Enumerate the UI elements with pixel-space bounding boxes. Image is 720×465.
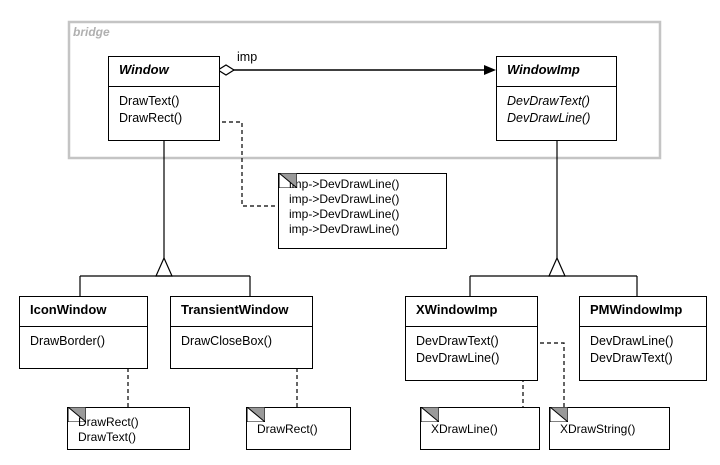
xdrawstring-note: XDrawString(): [549, 407, 670, 450]
xwindowimp-class-name: XWindowImp: [406, 297, 537, 327]
note-fold-corner: [279, 173, 297, 188]
pmwindowimp-op-devdrawline: DevDrawLine(): [590, 334, 674, 348]
pmwindowimp-op-devdrawtext: DevDrawText(): [590, 351, 673, 365]
drawrect-implementation-note: imp->DevDrawLine() imp->DevDrawLine() im…: [278, 173, 447, 249]
xwindowimp-op-devdrawline: DevDrawLine(): [416, 351, 500, 365]
note-fold-corner: [247, 407, 265, 422]
bridge-frame: [67, 20, 662, 160]
aggregation-diamond: [216, 64, 236, 76]
note-line: imp->DevDrawLine(): [289, 177, 400, 191]
windowimp-class[interactable]: WindowImp DevDrawText() DevDrawLine(): [496, 56, 617, 141]
note-fold-corner: [68, 407, 86, 422]
xwindowimp-class[interactable]: XWindowImp DevDrawText() DevDrawLine(): [405, 296, 538, 381]
transientwindow-op-drawclosebox: DrawCloseBox(): [181, 334, 272, 348]
pmwindowimp-class[interactable]: PMWindowImp DevDrawLine() DevDrawText(): [579, 296, 707, 381]
transientwindow-class[interactable]: TransientWindow DrawCloseBox(): [170, 296, 313, 369]
window-class-name: Window: [109, 57, 219, 87]
window-class[interactable]: Window DrawText() DrawRect(): [108, 56, 220, 141]
note-line: imp->DevDrawLine(): [289, 192, 400, 206]
window-inheritance-triangle: [155, 256, 173, 277]
window-op-drawtext: DrawText(): [119, 94, 180, 108]
note-line: imp->DevDrawLine(): [289, 207, 400, 221]
note-line: imp->DevDrawLine(): [289, 222, 400, 236]
iconwindow-op-drawborder: DrawBorder(): [30, 334, 106, 348]
xwindowimp-op-devdrawtext: DevDrawText(): [416, 334, 499, 348]
association-arrowhead: [484, 65, 496, 75]
note-line: XDrawLine(): [431, 422, 498, 436]
iconwindow-class-name: IconWindow: [20, 297, 147, 327]
bridge-label: bridge: [73, 25, 110, 39]
note-fold-corner: [550, 407, 568, 422]
windowimp-class-name: WindowImp: [497, 57, 616, 87]
windowimp-op-devdrawline: DevDrawLine(): [507, 111, 591, 125]
note-line: DrawText(): [78, 430, 137, 444]
pmwindowimp-class-name: PMWindowImp: [580, 297, 706, 327]
note-line: XDrawString(): [560, 422, 636, 436]
iconwindow-implementation-note: DrawRect() DrawText(): [67, 407, 190, 450]
note-fold-corner: [421, 407, 439, 422]
window-op-drawrect: DrawRect(): [119, 111, 183, 125]
transientwindow-implementation-note: DrawRect(): [246, 407, 351, 450]
iconwindow-class[interactable]: IconWindow DrawBorder(): [19, 296, 148, 369]
xdrawline-note: XDrawLine(): [420, 407, 540, 450]
windowimp-inheritance-triangle: [548, 256, 566, 277]
windowimp-op-devdrawtext: DevDrawText(): [507, 94, 590, 108]
note-line: DrawRect(): [257, 422, 318, 436]
note-line: DrawRect(): [78, 415, 139, 429]
transientwindow-class-name: TransientWindow: [171, 297, 312, 327]
imp-association-label: imp: [237, 50, 258, 64]
